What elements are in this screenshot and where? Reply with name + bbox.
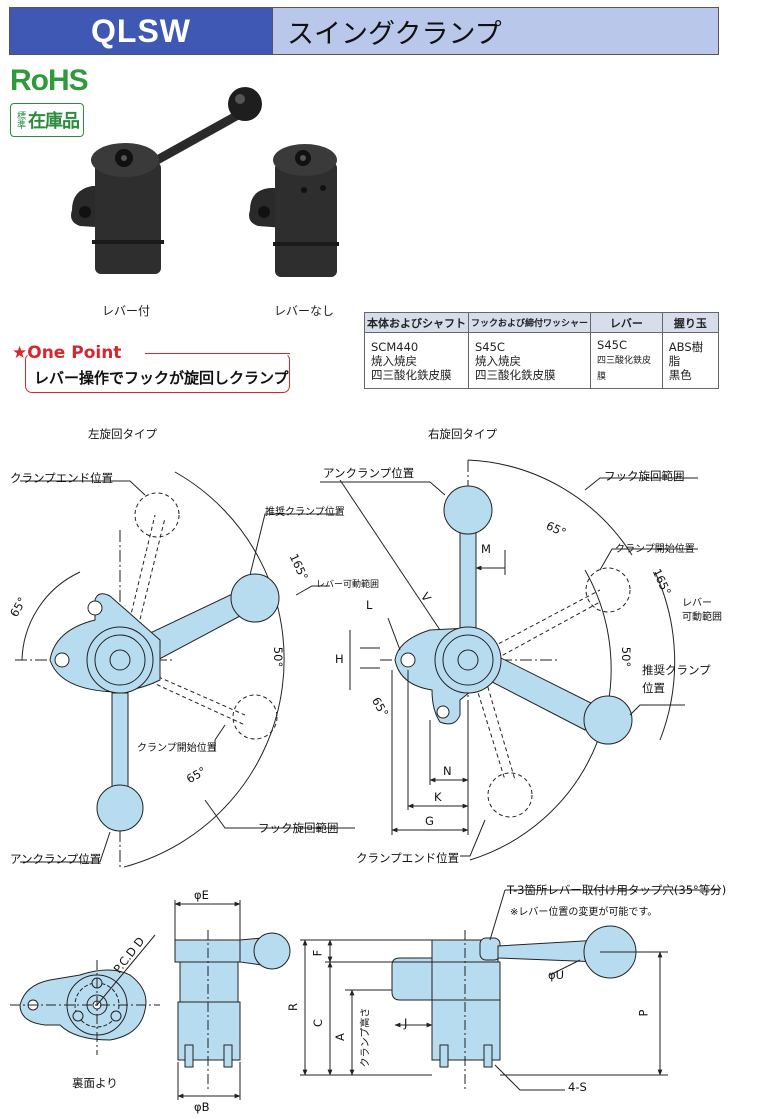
dim-p: P [636,1009,651,1017]
left-unclamp-label: アンクランプ位置 [10,852,102,866]
dim-c: C [311,1018,326,1028]
dim-a: A [332,1033,347,1041]
right-type-title: 右旋回タイプ [428,427,497,441]
product-name: スイングクランプ [272,8,718,54]
materials-cell-lever-main: S45C [597,337,627,352]
dim-b: φB [194,1100,210,1114]
materials-header-knob: 握り玉 [661,312,720,333]
dim-l: L [366,598,373,612]
materials-cell-lever: S45C 四三酸化鉄皮膜 [590,332,663,389]
product-code: QLSW [10,8,272,54]
one-point-text: レバー操作でフックが旋回しクランプ [34,369,289,387]
left-swing-diagram [15,471,355,870]
right-lever-range-label-2: 可動範囲 [682,612,722,623]
photo-no-lever [249,144,339,277]
materials-cell-hook: S45C 焼入焼戻 四三酸化鉄皮膜 [467,332,592,389]
dim-g: G [425,814,434,828]
dim-h: H [335,652,344,666]
clamp-height-label: クランプ高さ [360,1007,372,1068]
dim-s: 4-S [568,1080,587,1094]
dim-m: M [481,542,491,556]
materials-header-lever: レバー [590,312,663,333]
dim-r: R [286,1003,300,1011]
materials-header-hook: フックおよび締付ワッシャー [467,312,592,333]
front-view-diagram [174,900,291,1100]
dim-n: N [443,764,452,778]
photo-lever-type [71,87,262,274]
side-view-diagram [300,889,720,1091]
left-lever-range-label: レバー可動範囲 [316,580,380,590]
right-hook-range-label: フック旋回範囲 [604,469,685,483]
title-bar: QLSW スイングクランプ [9,7,719,55]
materials-table: 本体およびシャフト フックおよび締付ワッシャー レバー 握り玉 SCM440 焼… [364,312,720,389]
right-lever-range-label-1: レバー [682,598,712,609]
left-angle-50: 50° [271,646,286,668]
right-swing-diagram [320,459,698,861]
right-clamp-start-label: クランプ開始位置 [615,544,695,555]
left-type-title: 左旋回タイプ [88,427,157,441]
one-point-title: ★One Point [12,343,122,363]
materials-cell-body: SCM440 焼入焼戻 四三酸化鉄皮膜 [364,332,469,389]
left-recommended-label: 推奨クランプ位置 [265,507,345,518]
one-point-box-border [145,353,290,354]
dim-f: F [310,949,325,957]
dim-j: J [404,1016,408,1030]
one-point-box [25,353,290,393]
right-clamp-end-label: クランプエンド位置 [356,851,460,865]
dim-k: K [434,790,442,804]
tap-note: T-3箇所レバー取付け用タップ穴(35°等分) [507,883,727,897]
dim-e: φE [194,888,209,902]
right-angle-50: 50° [619,646,634,668]
stock-badge-main: 在庫品 [28,111,80,132]
lever-position-note: ※レバー位置の変更が可能です。 [510,907,658,918]
materials-cell-lever-note: 四三酸化鉄皮膜 [597,355,652,382]
stock-badge: 標準 在庫品 [10,103,84,137]
left-clamp-end-label: クランプエンド位置 [10,471,114,485]
right-recommended-label-2: 位置 [642,681,665,695]
caption-lever: レバー付 [102,304,151,318]
dim-u: φU [548,968,565,982]
caption-no-lever: レバーなし [274,304,335,318]
underside-diagram [10,934,160,1055]
left-hook-range-label: フック旋回範囲 [258,821,339,835]
left-clamp-start-label: クランプ開始位置 [137,743,217,754]
materials-cell-knob: ABS樹脂 黒色 [661,332,720,389]
rohs-badge: RoHS [10,64,89,97]
underside-caption: 裏面より [72,1076,118,1090]
right-unclamp-label: アンクランプ位置 [323,466,415,480]
materials-header-body: 本体およびシャフト [364,312,469,333]
right-recommended-label-1: 推奨クランプ [642,663,711,677]
stock-badge-small: 標準 [15,111,25,129]
